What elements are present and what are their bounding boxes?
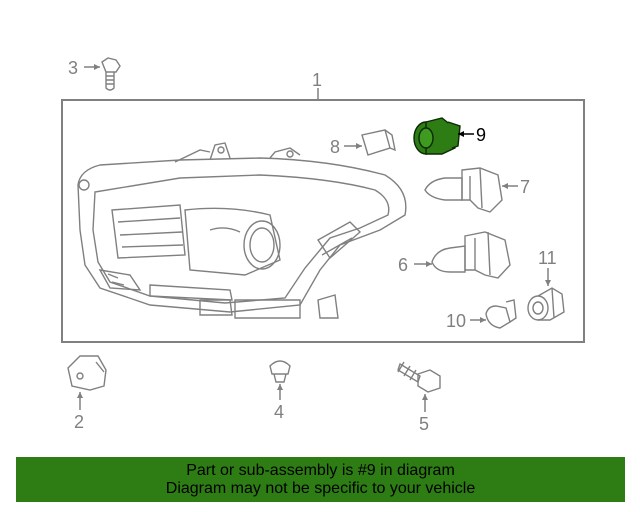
callout-4: 4 [274, 402, 284, 422]
info-banner: Part or sub-assembly is #9 in diagram Di… [16, 457, 625, 502]
part-7-bulb [424, 167, 503, 213]
callout-2: 2 [74, 412, 84, 432]
callout-5: 5 [419, 414, 429, 434]
callout-7: 7 [520, 177, 530, 197]
assembly-frame [61, 99, 585, 343]
part-11-socket [527, 287, 565, 321]
part-2-clip [67, 355, 107, 391]
headlamp-housing [77, 142, 407, 319]
callout-3: 3 [68, 58, 78, 78]
part-9-socket-highlighted [413, 117, 461, 155]
callout-8: 8 [330, 137, 340, 157]
part-3-bolt [101, 57, 121, 91]
callout-6: 6 [398, 255, 408, 275]
banner-line-1: Part or sub-assembly is #9 in diagram [186, 462, 455, 479]
callout-9: 9 [476, 125, 486, 145]
part-4-clip [269, 360, 291, 383]
part-5-bolt [397, 361, 441, 393]
part-6-bulb [431, 231, 511, 279]
banner-line-2: Diagram may not be specific to your vehi… [165, 480, 476, 497]
part-10-bulb [485, 299, 517, 329]
callout-10: 10 [446, 311, 466, 331]
part-8-socket [361, 129, 396, 156]
callout-11: 11 [538, 248, 557, 268]
callout-1: 1 [312, 70, 322, 90]
